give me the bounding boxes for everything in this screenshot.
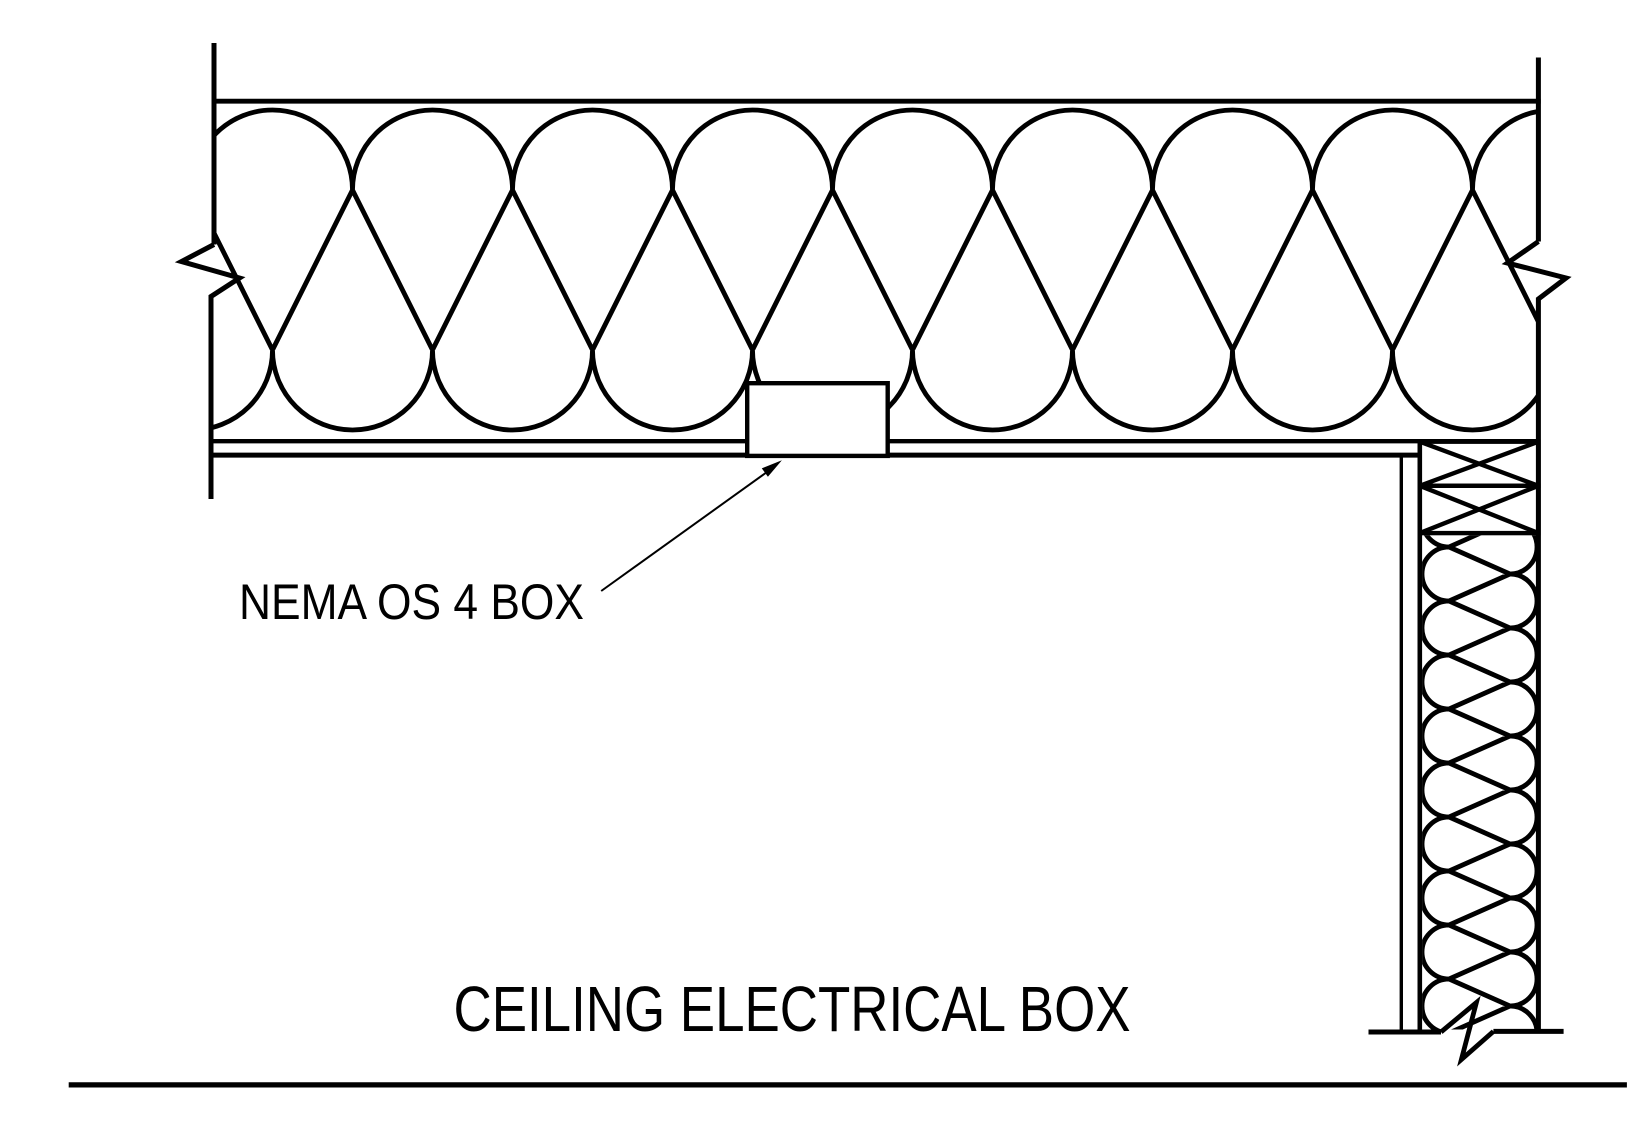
svg-text:NEMA OS 4 BOX: NEMA OS 4 BOX <box>239 574 584 630</box>
svg-text:CEILING ELECTRICAL BOX: CEILING ELECTRICAL BOX <box>454 973 1131 1045</box>
